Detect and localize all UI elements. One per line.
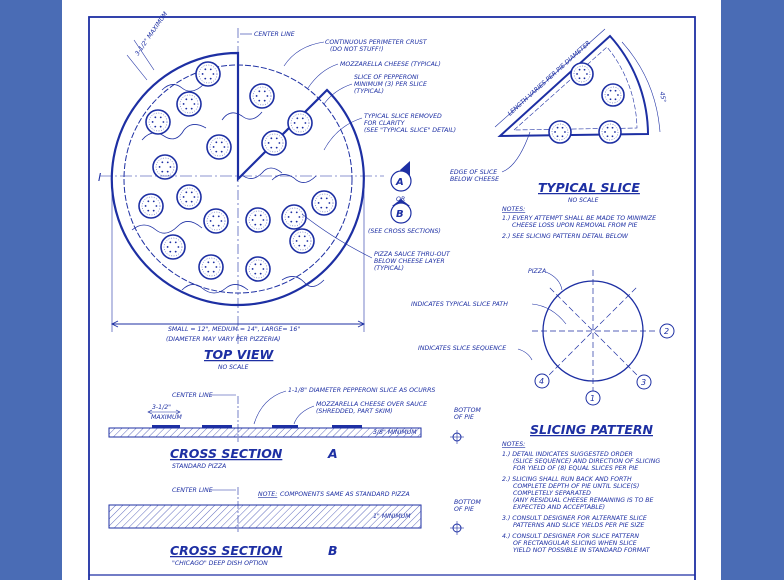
mozzarella-cheese bbox=[131, 83, 325, 294]
drawing-border bbox=[88, 16, 696, 580]
pizza-sizes-note: (DIAMETER MAY VARY PER PIZZERIA) bbox=[166, 336, 280, 343]
svg-text:2: 2 bbox=[664, 327, 669, 336]
section-a-letter: A bbox=[327, 446, 338, 461]
slice-outline bbox=[497, 34, 650, 138]
typical-slice-title: TYPICAL SLICE bbox=[538, 180, 640, 195]
slicing-pizza-label: PIZZA bbox=[528, 268, 546, 275]
cross-section-b: CENTER LINE NOTE: COMPONENTS SAME AS STA… bbox=[108, 487, 482, 567]
section-b-title: CROSS SECTION bbox=[170, 543, 283, 558]
section-a-pepperoni-label: 1-1/8" DIAMETER PEPPERONI SLICE AS OCURR… bbox=[288, 387, 435, 394]
pepperoni bbox=[249, 83, 275, 109]
pepperoni-slices bbox=[138, 61, 337, 282]
svg-text:3: 3 bbox=[641, 378, 646, 387]
pepperoni bbox=[145, 109, 171, 135]
pepperoni bbox=[598, 120, 622, 144]
svg-text:B: B bbox=[396, 209, 404, 220]
slicing-pattern-notes: NOTES: 1.) DETAIL INDICATES SUGGESTED OR… bbox=[502, 441, 662, 554]
pizza-inner-crust bbox=[123, 64, 353, 294]
pepperoni bbox=[176, 184, 202, 210]
top-view-center-line-label: CENTER LINE bbox=[254, 31, 295, 38]
section-a-cheese-label: MOZZARELLA CHEESE OVER SAUCE(SHREDDED, P… bbox=[316, 401, 427, 415]
section-a-dim-crust: 3-1/2" bbox=[152, 404, 171, 411]
pepperoni bbox=[206, 134, 232, 160]
section-b-letter: B bbox=[328, 543, 338, 558]
slice-path-line bbox=[548, 286, 638, 376]
pepperoni bbox=[289, 228, 315, 254]
sequence-markers: 1 2 3 4 bbox=[534, 323, 675, 406]
pepperoni bbox=[245, 207, 271, 233]
svg-text:4: 4 bbox=[539, 377, 544, 386]
typical-slice-scale: NO SCALE bbox=[568, 197, 599, 204]
pizza-sizes-label: SMALL = 12", MEDIUM = 14", LARGE= 16" bbox=[168, 326, 300, 333]
svg-text:1: 1 bbox=[590, 394, 595, 403]
typical-slice-view: LENGTH VARIES PER PIE DIAMETER 45° EDGE … bbox=[450, 28, 668, 240]
typical-slice-notes: NOTES: 1.) EVERY ATTEMPT SHALL BE MADE T… bbox=[502, 206, 658, 240]
pepperoni bbox=[152, 154, 178, 180]
pepperoni bbox=[160, 234, 186, 260]
blueprint-sheet: CENTER LINE 3-1/2" MAXIMUM SMALL = 12", … bbox=[62, 0, 721, 580]
top-view: CENTER LINE 3-1/2" MAXIMUM SMALL = 12", … bbox=[98, 10, 456, 371]
slicing-pattern-view: PIZZA INDICATES TYPICAL SLICE PATH INDIC… bbox=[411, 268, 675, 554]
section-a-title: CROSS SECTION bbox=[170, 446, 283, 461]
perimeter-crust-label: CONTINUOUS PERIMETER CRUST(DO NOT STUFF!… bbox=[325, 39, 428, 53]
pepperoni bbox=[281, 204, 307, 230]
section-b-note-label: NOTE: bbox=[258, 491, 277, 498]
pepperoni bbox=[203, 208, 229, 234]
top-view-title: TOP VIEW bbox=[204, 347, 275, 362]
section-a-min-label: 3/8" MINIMUM bbox=[373, 429, 417, 436]
pepperoni bbox=[570, 62, 594, 86]
slicing-pattern-title: SLICING PATTERN bbox=[530, 422, 654, 437]
pizza-outline bbox=[110, 51, 365, 307]
section-b-min-label: 1" MINIMUM bbox=[373, 513, 411, 520]
pepperoni bbox=[138, 193, 164, 219]
cross-section-a: CENTER LINE 3-1/2" MAXIMUM 1-1/8" DIAMET… bbox=[108, 387, 482, 470]
slice-path-line bbox=[548, 286, 638, 376]
section-b-subtitle: "CHICAGO" DEEP DISH OPTION bbox=[172, 560, 268, 567]
pepperoni bbox=[245, 256, 271, 282]
slice-path-label: INDICATES TYPICAL SLICE PATH bbox=[411, 301, 508, 308]
pepperoni bbox=[311, 190, 337, 216]
section-marker-b bbox=[390, 202, 412, 224]
section-b-note: COMPONENTS SAME AS STANDARD PIZZA bbox=[280, 491, 410, 498]
pepperoni bbox=[287, 110, 313, 136]
slice-sequence-label: INDICATES SLICE SEQUENCE bbox=[418, 345, 506, 352]
slice-paths bbox=[531, 269, 655, 393]
mozzarella-label: MOZZARELLA CHEESE (TYPICAL) bbox=[340, 61, 441, 68]
pepperoni bbox=[548, 120, 572, 144]
svg-text:A: A bbox=[395, 177, 404, 188]
slice-angle-label: 45° bbox=[658, 91, 668, 103]
pepperoni bbox=[198, 254, 224, 280]
pepperoni bbox=[195, 61, 221, 87]
pepperoni bbox=[601, 83, 625, 107]
section-a-center-line: CENTER LINE bbox=[172, 392, 213, 399]
blueprint-drawing: CENTER LINE 3-1/2" MAXIMUM SMALL = 12", … bbox=[88, 10, 696, 580]
section-b-center-line: CENTER LINE bbox=[172, 487, 213, 494]
pepperoni bbox=[261, 130, 287, 156]
see-cross-sections: (SEE CROSS SECTIONS) bbox=[368, 228, 441, 235]
section-line-marker: I bbox=[98, 171, 101, 184]
top-view-scale: NO SCALE bbox=[218, 364, 249, 371]
section-a-dim-max: MAXIMUM bbox=[151, 414, 183, 421]
section-a-subtitle: STANDARD PIZZA bbox=[172, 463, 226, 470]
slice-pepperoni bbox=[548, 62, 625, 144]
pepperoni bbox=[176, 91, 202, 117]
